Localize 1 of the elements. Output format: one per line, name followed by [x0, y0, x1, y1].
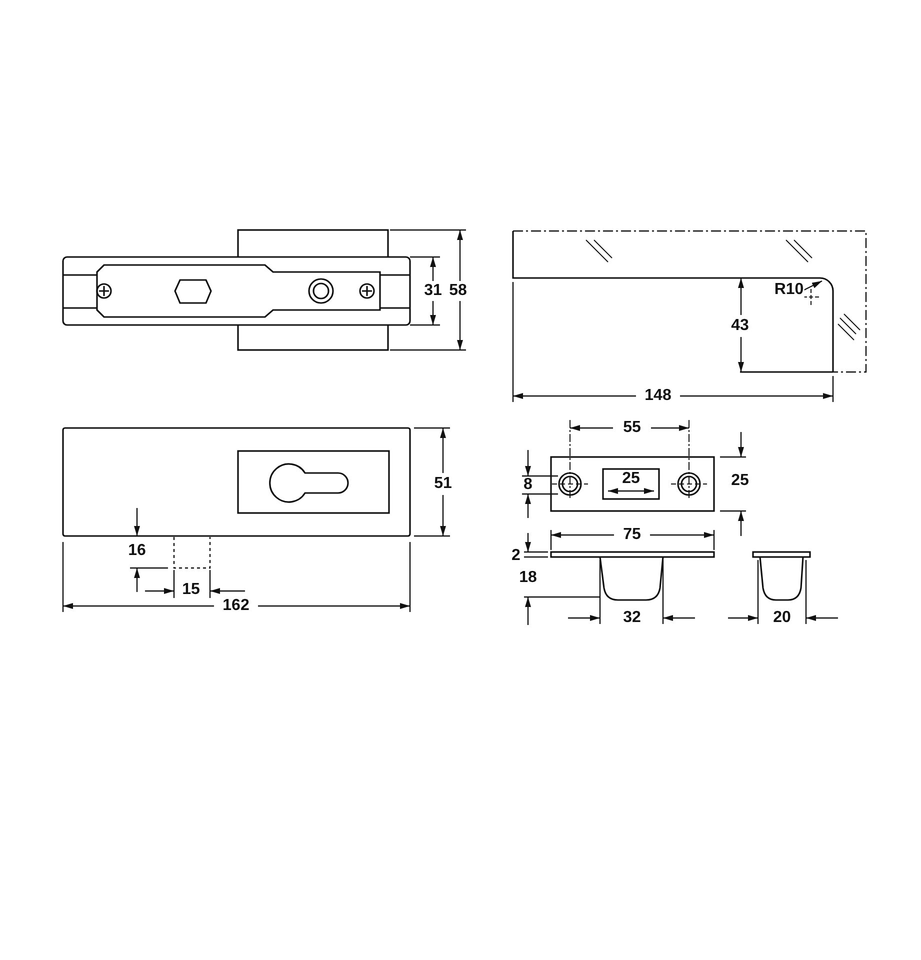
- dimension-label: R10: [773, 282, 805, 298]
